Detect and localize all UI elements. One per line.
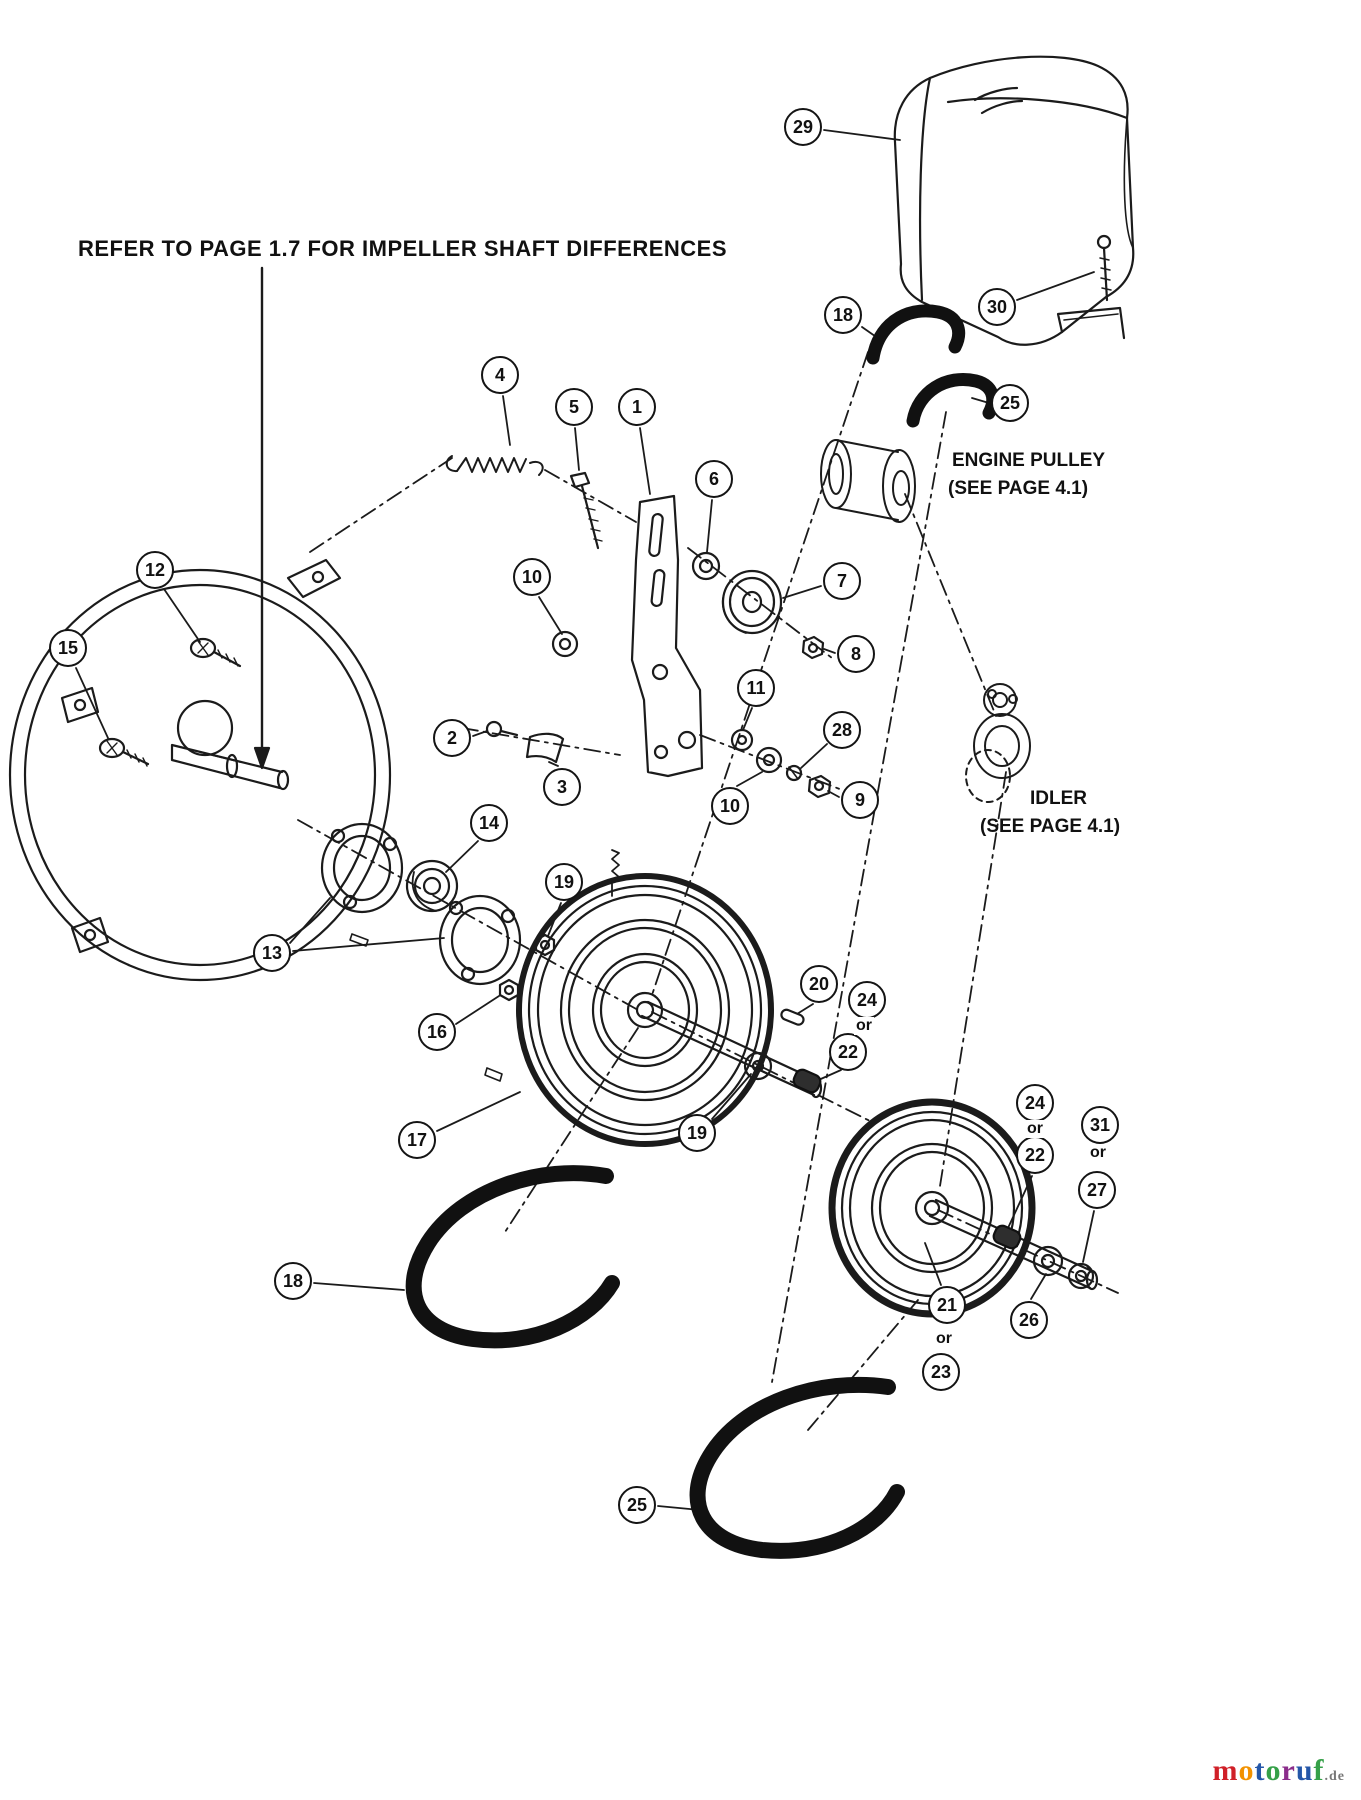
belt-18-upper-end	[866, 304, 966, 365]
callout-11: 11	[737, 669, 775, 707]
idler-label: IDLER	[1030, 788, 1087, 809]
bearing-14	[405, 859, 459, 913]
callout-25: 25	[991, 384, 1029, 422]
flat-washer-6	[691, 551, 721, 581]
callout-10: 10	[711, 787, 749, 825]
callout-22: 22	[829, 1033, 867, 1071]
lockwasher-27	[1067, 1262, 1095, 1290]
or-label: or	[934, 1330, 954, 1348]
cover-bolt	[1096, 234, 1112, 302]
callout-10: 10	[513, 558, 551, 596]
callout-3: 3	[543, 768, 581, 806]
callout-1: 1	[618, 388, 656, 426]
bearing-flange-rear	[438, 894, 522, 986]
engine-pulley-label: ENGINE PULLEY	[952, 450, 1106, 471]
bearing-flange-front	[320, 822, 404, 914]
belt-25-lower	[689, 1376, 905, 1559]
callout-19: 19	[545, 863, 583, 901]
nut-8	[801, 635, 825, 660]
note-pointer-arrow	[253, 266, 271, 770]
callout-24: 24	[1016, 1084, 1054, 1122]
idler-bracket-plate	[630, 494, 704, 778]
callout-18: 18	[274, 1262, 312, 1300]
idler-page-ref: (SEE PAGE 4.1)	[980, 816, 1121, 837]
lockwasher-28	[785, 764, 803, 782]
engine-pulley-ref	[820, 439, 916, 523]
callout-24: 24	[848, 981, 886, 1019]
callout-20: 20	[800, 965, 838, 1003]
callout-13: 13	[253, 934, 291, 972]
callout-26: 26	[1010, 1301, 1048, 1339]
callout-28: 28	[823, 711, 861, 749]
flat-washer-10b	[755, 746, 783, 774]
callout-4: 4	[481, 356, 519, 394]
callout-7: 7	[823, 562, 861, 600]
bolt-2	[485, 720, 519, 738]
engine-pulley-page-ref: (SEE PAGE 4.1)	[948, 478, 1089, 499]
logo-letter: o	[1265, 1754, 1282, 1787]
callout-22: 22	[1016, 1136, 1054, 1174]
pivot-bolt	[569, 471, 603, 550]
idler-pulley-7	[721, 569, 783, 635]
logo-suffix: .de	[1324, 1769, 1345, 1784]
callout-31: 31	[1081, 1106, 1119, 1144]
callout-25: 25	[618, 1486, 656, 1524]
impeller-housing	[8, 558, 392, 982]
or-label: or	[1025, 1120, 1045, 1138]
extension-spring	[445, 455, 544, 476]
or-label: or	[1088, 1144, 1108, 1162]
spacer-22a	[792, 1068, 822, 1094]
curved-plate-3	[525, 732, 565, 764]
idler-ref	[965, 683, 1031, 803]
callout-5: 5	[555, 388, 593, 426]
logo-letter: f	[1313, 1754, 1325, 1787]
callout-29: 29	[784, 108, 822, 146]
callout-27: 27	[1078, 1171, 1116, 1209]
callout-9: 9	[841, 781, 879, 819]
logo-letter: o	[1238, 1754, 1255, 1787]
logo-letter: m	[1212, 1754, 1239, 1787]
setscrew-17	[484, 1067, 503, 1082]
setscrew-small	[349, 933, 369, 947]
flat-washer-10a	[551, 630, 579, 658]
callout-21: 21	[928, 1286, 966, 1324]
logo-letter: t	[1254, 1754, 1266, 1787]
callout-2: 2	[433, 719, 471, 757]
callout-16: 16	[418, 1013, 456, 1051]
flat-washer-19b	[743, 1051, 773, 1081]
callout-18: 18	[824, 296, 862, 334]
callout-23: 23	[922, 1353, 960, 1391]
flat-washer-11	[730, 728, 754, 752]
shaft-key-20	[780, 1008, 805, 1026]
or-label: or	[854, 1017, 874, 1035]
callout-8: 8	[837, 635, 875, 673]
motoruf-logo: motoruf.de	[1212, 1754, 1345, 1788]
belt-18-lower	[405, 1165, 620, 1349]
drive-pulley	[828, 1098, 1099, 1318]
logo-wordmark: motoruf	[1212, 1754, 1324, 1787]
logo-letter: r	[1281, 1754, 1296, 1787]
flat-washer-26	[1032, 1245, 1064, 1277]
nut-9	[807, 774, 832, 799]
impeller-shaft-note: REFER TO PAGE 1.7 FOR IMPELLER SHAFT DIF…	[78, 236, 728, 261]
callout-17: 17	[398, 1121, 436, 1159]
callout-14: 14	[470, 804, 508, 842]
callout-6: 6	[695, 460, 733, 498]
callout-30: 30	[978, 288, 1016, 326]
spacer-22b	[992, 1224, 1022, 1250]
logo-letter: u	[1295, 1754, 1314, 1787]
callout-12: 12	[136, 551, 174, 589]
nut-16	[498, 978, 520, 1002]
callout-15: 15	[49, 629, 87, 667]
impeller-pulley	[516, 873, 823, 1147]
callout-19: 19	[678, 1114, 716, 1152]
